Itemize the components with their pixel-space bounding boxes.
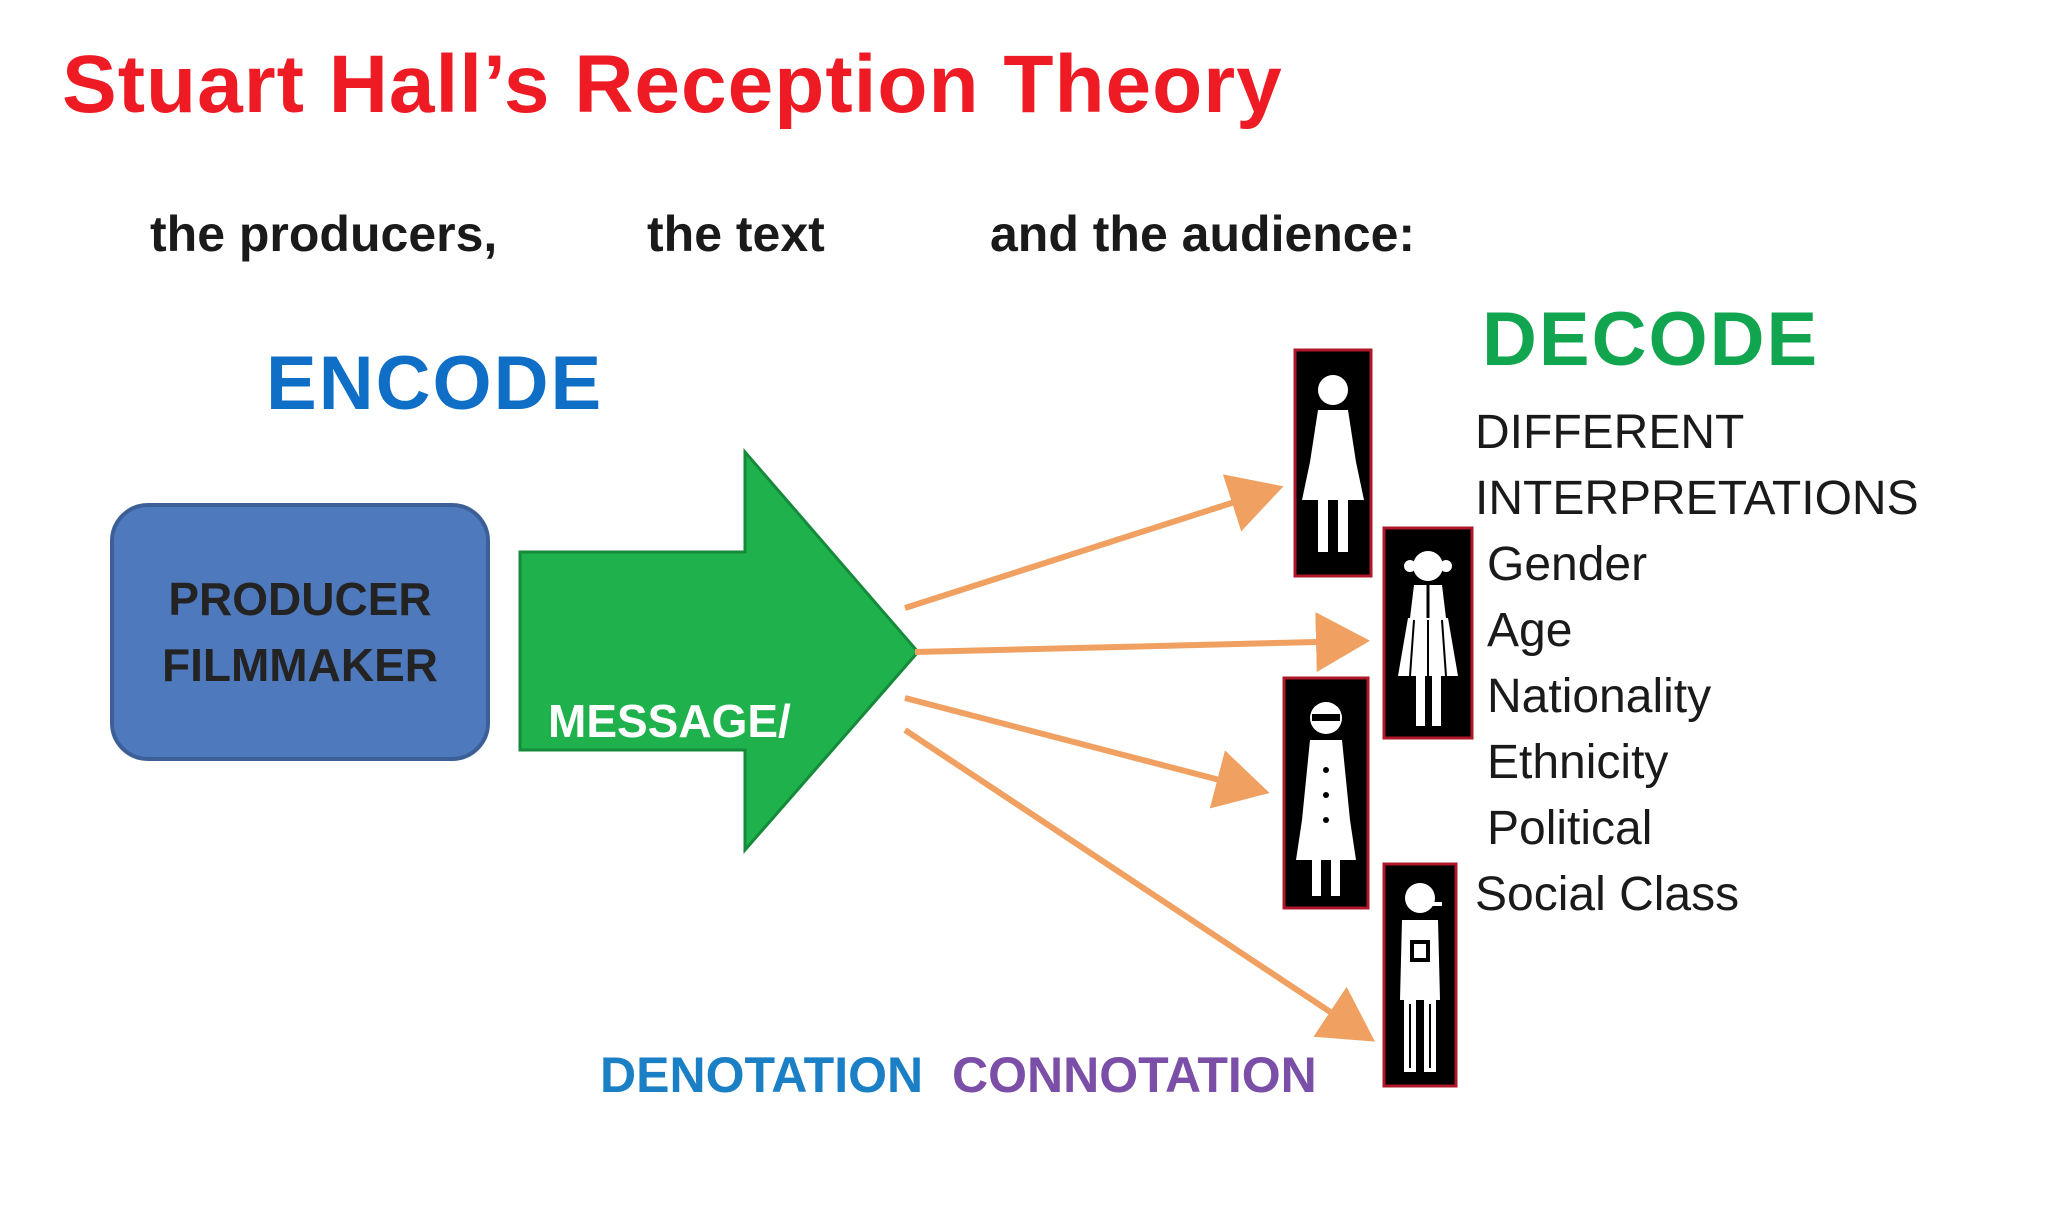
label-text: the text <box>647 206 825 262</box>
audience-arrows <box>903 474 1376 1042</box>
decode-heading: DECODE <box>1482 297 1820 382</box>
factor-nationality: Nationality <box>1487 670 1712 723</box>
interpretations-heading-1: DIFFERENT <box>1475 406 1745 459</box>
connotation-label: CONNOTATION <box>952 1047 1317 1103</box>
factor-social-class: Social Class <box>1475 868 1740 921</box>
factor-ethnicity: Ethnicity <box>1487 736 1669 789</box>
arrow-to-worker <box>903 727 1376 1042</box>
denotation-label: DENOTATION <box>600 1047 924 1103</box>
message-arrow <box>518 447 920 854</box>
message-line-1: MESSAGE/ <box>548 695 791 747</box>
producer-label: PRODUCER <box>168 573 432 625</box>
arrow-to-girl <box>914 612 1370 673</box>
message-text: MESSAGE/ ‘INTENDED MEANING’ <box>548 556 796 1216</box>
woman-icon <box>1293 348 1373 578</box>
page-title: Stuart Hall’s Reception Theory <box>62 39 1283 130</box>
arrow-to-elderly <box>904 695 1270 809</box>
message-line-2: ‘INTENDED <box>548 893 796 945</box>
interpretations-list: DIFFERENT INTERPRETATIONS Gender Age Nat… <box>1475 400 1919 928</box>
factor-political: Political <box>1487 802 1653 855</box>
filmmaker-label: FILMMAKER <box>162 639 438 691</box>
label-producers: the producers, <box>150 206 498 262</box>
diagram-canvas <box>518 348 1474 1088</box>
message-line-3: MEANING’ <box>548 1091 778 1143</box>
girl-icon <box>1382 526 1474 740</box>
factor-age: Age <box>1487 604 1573 657</box>
producer-box: PRODUCER FILMMAKER <box>110 503 490 761</box>
elderly-woman-icon <box>1282 676 1370 910</box>
worker-icon <box>1382 862 1458 1088</box>
encode-heading: ENCODE <box>266 341 604 426</box>
factor-gender: Gender <box>1487 538 1648 591</box>
label-audience: and the audience: <box>990 206 1416 262</box>
interpretations-heading-2: INTERPRETATIONS <box>1475 472 1919 525</box>
arrow-to-woman <box>904 474 1284 611</box>
